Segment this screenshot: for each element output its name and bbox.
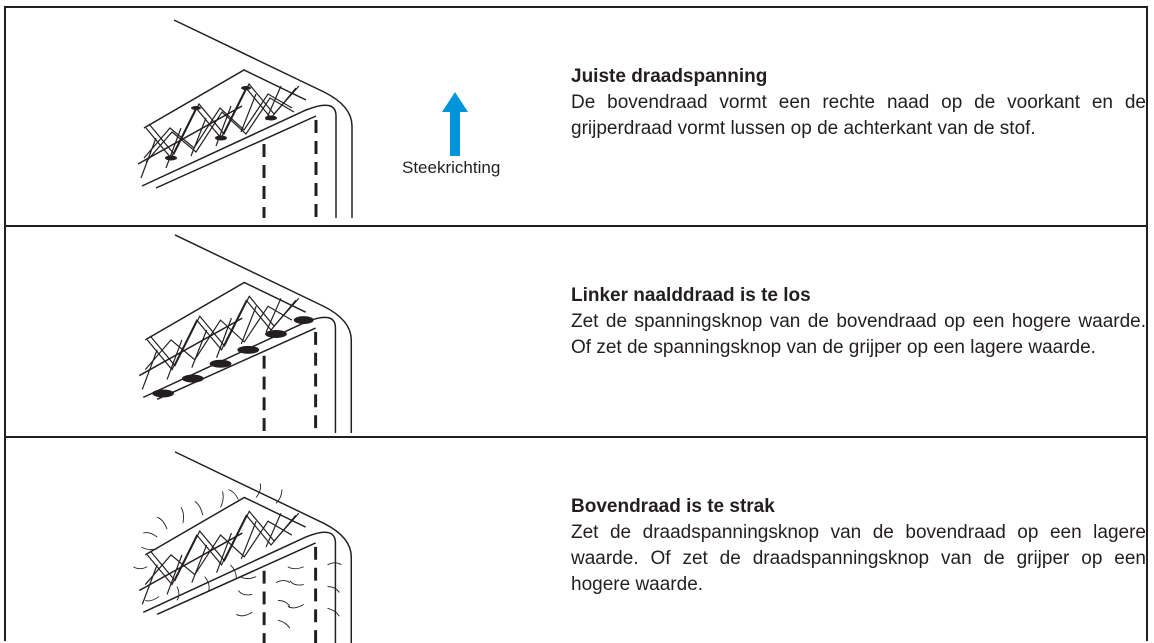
stitch-direction-label: Steekrichting bbox=[402, 158, 501, 177]
section-left-needle-loose: Linker naalddraad is te los Zet de spann… bbox=[6, 225, 1146, 436]
stitch-direction-arrow-icon bbox=[442, 92, 468, 156]
section-upper-thread-tight: Bovendraad is te strak Zet de draadspann… bbox=[6, 436, 1146, 643]
correct-stitch-illustration bbox=[137, 19, 468, 218]
section-body: Zet de draadspanningsknop van de bovendr… bbox=[571, 522, 1146, 595]
thread-tension-table: Steekrichting Juiste draadspanning De bo… bbox=[4, 6, 1148, 643]
section-body: De bovendraad vormt een rechte naad op d… bbox=[571, 92, 1146, 139]
section-title: Bovendraad is te strak bbox=[571, 496, 775, 517]
section-correct-tension: Steekrichting Juiste draadspanning De bo… bbox=[6, 8, 1146, 225]
section-title: Linker naalddraad is te los bbox=[571, 285, 811, 306]
section-title: Juiste draadspanning bbox=[571, 66, 768, 87]
loose-needle-illustration bbox=[138, 234, 353, 434]
tight-thread-illustration bbox=[133, 451, 353, 643]
section-body: Zet de spanningsknop van de bovendraad o… bbox=[571, 311, 1146, 358]
